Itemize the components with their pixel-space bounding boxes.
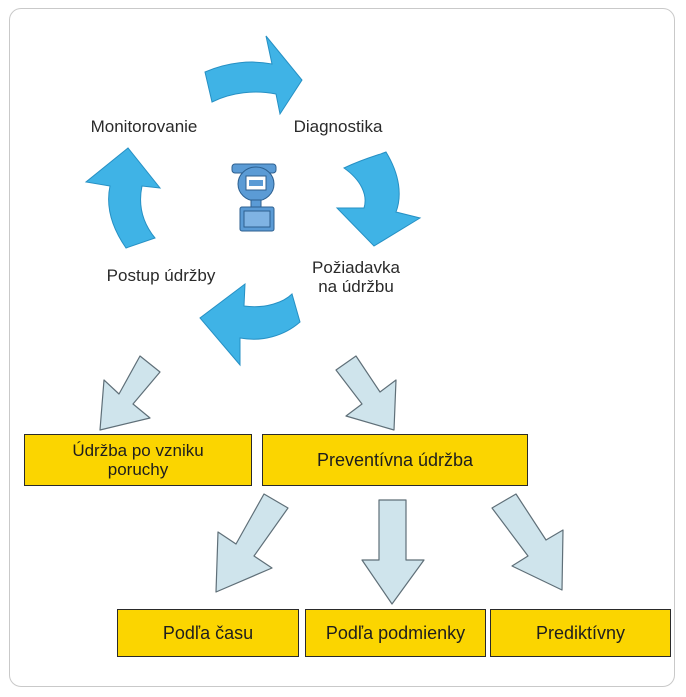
label-maintenance-request-line1: Požiadavka bbox=[312, 258, 400, 277]
flow-arrow-to-time-based bbox=[215, 493, 289, 593]
flow-arrow-to-condition-based bbox=[361, 499, 425, 605]
box-breakdown-maintenance-line2: poruchy bbox=[107, 460, 169, 479]
box-preventive-maintenance-label: Preventívna údržba bbox=[316, 449, 474, 470]
flow-arrow-to-preventive-maintenance bbox=[335, 355, 397, 431]
cycle-arrow-procedure-to-monitoring bbox=[84, 147, 162, 249]
label-monitoring: Monitorovanie bbox=[90, 117, 198, 136]
label-diagnostics: Diagnostika bbox=[293, 117, 383, 136]
box-predictive-label: Prediktívny bbox=[535, 622, 626, 643]
box-breakdown-maintenance: Údržba po vzniku poruchy bbox=[24, 434, 252, 486]
box-condition-based-label: Podľa podmienky bbox=[325, 622, 466, 643]
box-breakdown-maintenance-line1: Údržba po vzniku bbox=[72, 441, 204, 460]
cycle-arrow-diagnostics-to-request bbox=[335, 151, 422, 247]
box-time-based: Podľa času bbox=[117, 609, 299, 657]
flow-arrow-to-breakdown-maintenance bbox=[99, 355, 161, 431]
pressure-transmitter-icon bbox=[231, 163, 277, 232]
box-time-based-label: Podľa času bbox=[162, 622, 254, 643]
label-maintenance-request-line2: na údržbu bbox=[318, 277, 394, 296]
box-preventive-maintenance: Preventívna údržba bbox=[262, 434, 528, 486]
flow-arrow-to-predictive bbox=[491, 493, 564, 591]
cycle-arrow-request-to-procedure bbox=[199, 282, 301, 367]
diagram-frame bbox=[9, 8, 675, 687]
label-maintenance-procedure: Postup údržby bbox=[106, 266, 216, 285]
box-condition-based: Podľa podmienky bbox=[305, 609, 486, 657]
box-predictive: Prediktívny bbox=[490, 609, 671, 657]
cycle-arrow-monitoring-to-diagnostics bbox=[204, 35, 303, 116]
label-maintenance-request: Požiadavka na údržbu bbox=[300, 258, 412, 296]
